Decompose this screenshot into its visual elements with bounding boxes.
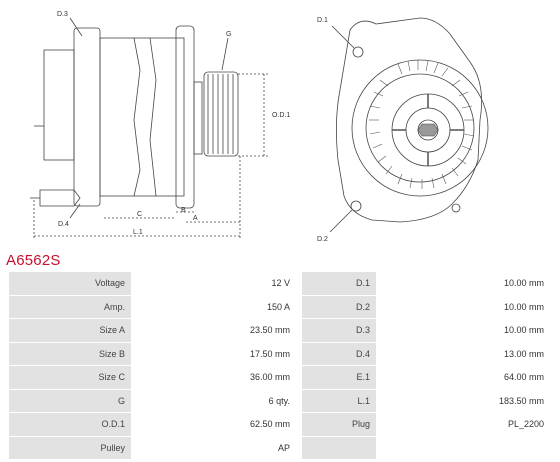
- front-hub: [193, 81, 203, 155]
- front-frame: [175, 25, 195, 209]
- cell-gap: [296, 272, 302, 296]
- spec-value: 36.00 mm: [131, 365, 296, 390]
- spec-value: 23.50 mm: [131, 318, 296, 343]
- spec-value: PL_2200: [376, 412, 550, 437]
- spec-value: 64.00 mm: [376, 365, 550, 390]
- spec-label: D.2: [302, 295, 376, 319]
- spec-label: Size A: [9, 318, 131, 343]
- spec-label: D.4: [302, 342, 376, 366]
- spec-label: D.3: [302, 318, 376, 343]
- spec-label: Amp.: [9, 295, 131, 319]
- cell-gap: [296, 412, 302, 437]
- spec-value: [376, 436, 550, 460]
- spec-value: 62.50 mm: [131, 412, 296, 437]
- label-b: B: [181, 207, 186, 214]
- spec-label: Voltage: [9, 272, 131, 296]
- plug-terminal: [39, 189, 81, 207]
- front-view: [329, 17, 489, 233]
- spec-value: 10.00 mm: [376, 272, 550, 296]
- spec-label: Pulley: [9, 436, 131, 460]
- spec-label: O.D.1: [9, 412, 131, 437]
- label-od1: O.D.1: [272, 112, 290, 119]
- spec-label: Size C: [9, 365, 131, 390]
- rear-frame: [73, 27, 101, 207]
- label-d4: D.4: [58, 221, 69, 228]
- cell-gap: [296, 436, 302, 460]
- spec-value: 13.00 mm: [376, 342, 550, 366]
- spec-label: E.1: [302, 365, 376, 390]
- spec-value: 12 V: [131, 272, 296, 296]
- label-d3: D.3: [57, 11, 68, 18]
- cooling-fins: [369, 60, 475, 189]
- spec-value: 17.50 mm: [131, 342, 296, 366]
- spec-label: Size B: [9, 342, 131, 366]
- spec-value: 10.00 mm: [376, 318, 550, 343]
- cell-gap: [296, 365, 302, 390]
- pulley: [203, 71, 239, 157]
- spec-value: 150 A: [131, 295, 296, 319]
- spec-label: Plug: [302, 412, 376, 437]
- spec-value: 183.50 mm: [376, 389, 550, 413]
- spec-label: D.1: [302, 272, 376, 296]
- label-c: C: [137, 211, 142, 218]
- spec-value: 10.00 mm: [376, 295, 550, 319]
- cell-gap: [296, 295, 302, 319]
- spec-label: [302, 436, 376, 460]
- cell-gap: [296, 389, 302, 413]
- label-g: G: [226, 31, 231, 38]
- spec-value: 6 qty.: [131, 389, 296, 413]
- label-l1: L.1: [133, 229, 143, 236]
- spec-value: AP: [131, 436, 296, 460]
- cell-gap: [296, 342, 302, 366]
- spec-label: L.1: [302, 389, 376, 413]
- stator-body: [99, 37, 185, 197]
- label-a: A: [193, 215, 198, 222]
- label-d2: D.2: [317, 236, 328, 243]
- cell-gap: [296, 318, 302, 343]
- shaft-nut: [417, 123, 439, 137]
- part-number: A6562S: [6, 252, 61, 269]
- alternator-drawing: D.3 G O.D.1 D.4 C B A L.1 D.1 D.2: [30, 11, 489, 243]
- hub-spokes: [392, 94, 464, 166]
- spec-label: G: [9, 389, 131, 413]
- rear-housing: [43, 49, 75, 161]
- label-d1: D.1: [317, 17, 328, 24]
